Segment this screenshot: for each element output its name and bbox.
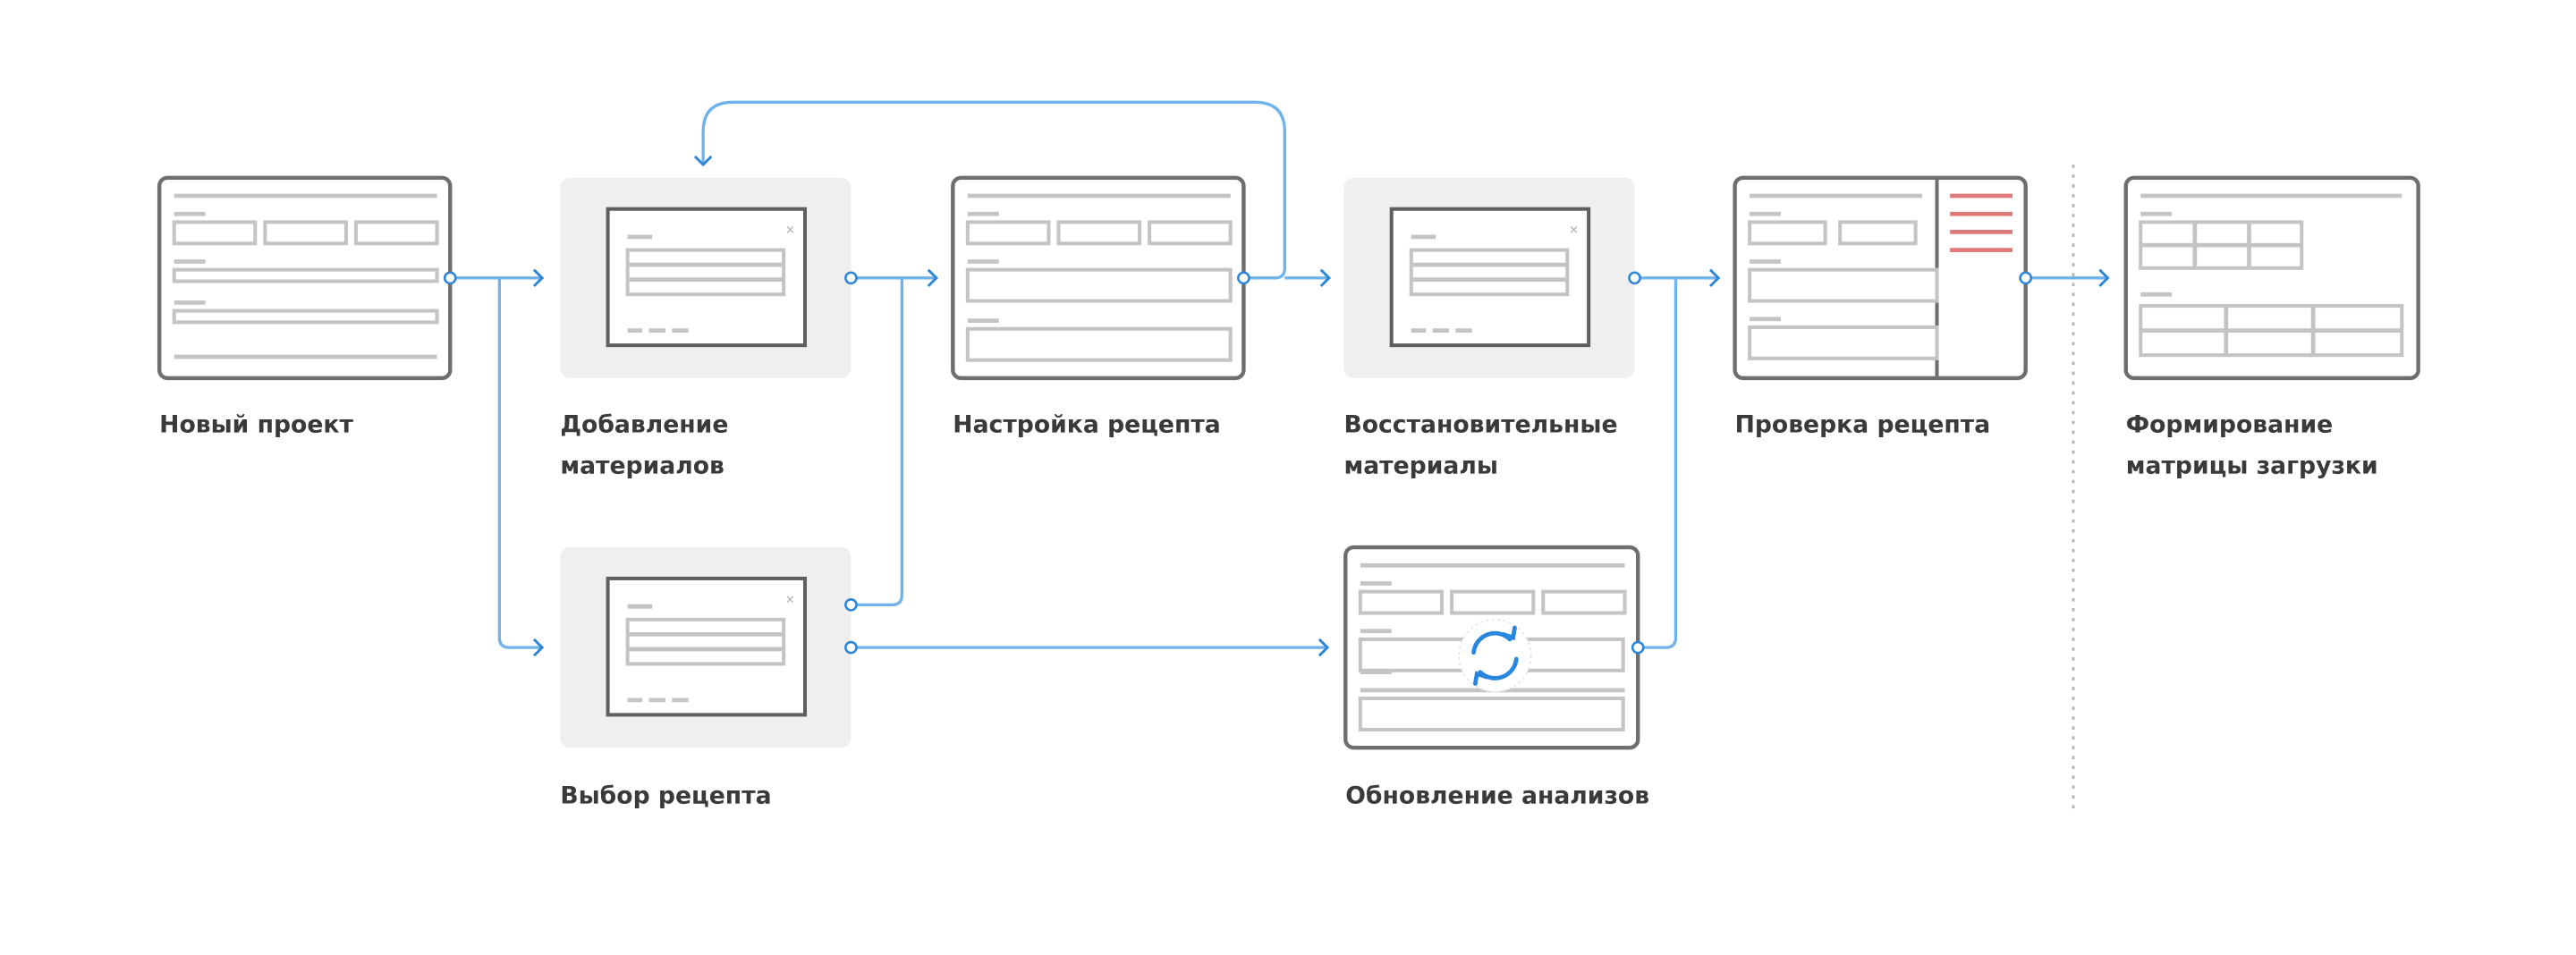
placeholder-field — [353, 220, 439, 246]
step-label-add-materials-2: материалов — [560, 452, 724, 479]
placeholder-field — [263, 220, 348, 246]
screen-recipe-check — [1733, 175, 2028, 381]
placeholder-field — [172, 308, 439, 325]
screen-recipe-select: × — [560, 547, 852, 748]
close-icon: × — [785, 594, 795, 607]
placeholder-field — [1450, 589, 1536, 615]
placeholder-field — [1748, 267, 1939, 303]
step-label-new-project: Новый проект — [159, 410, 353, 438]
placeholder-field — [1358, 589, 1445, 615]
connection-point — [2019, 271, 2033, 285]
placeholder-field — [1748, 325, 1939, 360]
close-icon: × — [1569, 224, 1579, 237]
arrow-head-icon — [1709, 268, 1721, 288]
connection-point — [1631, 640, 1645, 655]
step-labels: Новый проект Добавление материалов Настр… — [159, 410, 2377, 809]
connection-point — [1628, 271, 1641, 285]
step-label-recipe-select: Выбор рецепта — [560, 782, 771, 810]
step-label-recovery-materials: Восстановительные — [1343, 410, 1617, 438]
connectors — [450, 100, 2110, 657]
connector-select-to-setup — [851, 277, 904, 606]
refresh-arrow — [1473, 671, 1489, 686]
connection-point — [844, 271, 858, 285]
placeholder-field — [1541, 589, 1627, 615]
placeholder-field — [625, 617, 786, 666]
modal-dialog — [1389, 207, 1591, 348]
step-label-recipe-check: Проверка рецепта — [1735, 410, 1991, 438]
placeholder-field — [965, 326, 1233, 362]
connector-update-to-check — [1638, 277, 1678, 649]
modal-dialog — [606, 576, 808, 717]
step-label-load-matrix-2: матрицы загрузки — [2126, 452, 2378, 479]
screen-frame — [2123, 175, 2420, 381]
screen-add-materials: × — [560, 177, 852, 378]
connector-new-to-select — [497, 277, 541, 649]
placeholder-field — [1148, 220, 1233, 246]
arrow-head-icon — [532, 268, 545, 288]
connection-point — [1237, 271, 1250, 285]
step-label-recovery-materials-2: материалы — [1343, 452, 1497, 479]
connection-points — [443, 271, 2033, 655]
placeholder-field — [172, 220, 258, 246]
screen-frame — [157, 175, 453, 381]
refresh-arrow — [1501, 625, 1517, 641]
screen-recipe-setup — [951, 175, 1246, 381]
screen-load-matrix — [2123, 175, 2420, 381]
analysis-fields — [1358, 618, 1625, 731]
step-label-load-matrix: Формирование — [2126, 410, 2333, 438]
close-icon: × — [785, 224, 795, 237]
placeholder-field — [1838, 220, 1918, 246]
placeholder-field — [172, 267, 439, 283]
arrow-head-icon — [693, 155, 713, 167]
placeholder-field — [1409, 248, 1570, 297]
screen-recovery-materials: × — [1343, 177, 1635, 378]
arrow-head-icon — [1319, 268, 1331, 288]
screen-new-project — [157, 175, 453, 381]
screen-frame — [951, 175, 1246, 381]
connection-point — [844, 598, 858, 612]
connection-point — [443, 271, 457, 285]
placeholder-field — [625, 248, 786, 297]
step-label-add-materials: Добавление — [560, 410, 728, 438]
arrow-head-icon — [1318, 638, 1330, 657]
placeholder-field — [1056, 220, 1142, 246]
arrow-head-icon — [2098, 268, 2110, 288]
modal-dialog — [606, 207, 808, 348]
placeholder-field — [965, 220, 1051, 246]
arrow-head-icon — [532, 638, 545, 657]
placeholder-field — [1748, 220, 1827, 246]
refresh-icon — [1471, 625, 1519, 686]
step-label-recipe-setup: Настройка рецепта — [953, 410, 1220, 438]
arrow-head-icon — [927, 268, 939, 288]
connector-setup-feedback — [701, 100, 1286, 280]
placeholder-field — [965, 267, 1233, 303]
screen-frame — [1733, 175, 2028, 381]
step-label-analysis-update: Обновление анализов — [1345, 782, 1649, 810]
placeholder-field — [1358, 697, 1625, 731]
connection-point — [844, 640, 858, 655]
refresh-badge — [1458, 618, 1532, 693]
